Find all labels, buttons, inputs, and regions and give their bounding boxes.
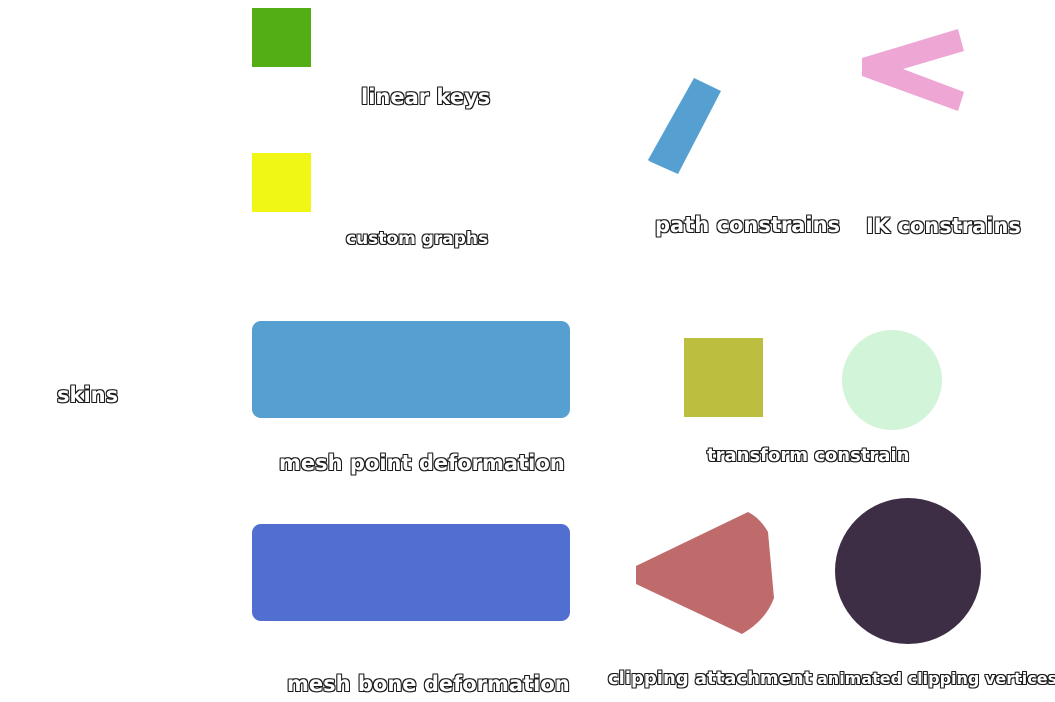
custom-graphs-label: custom graphs xyxy=(346,229,489,249)
mesh-bone-deformation-label: mesh bone deformation xyxy=(287,672,570,696)
ik-constraint-chevron xyxy=(862,29,964,111)
linear-keys-square xyxy=(252,8,311,67)
path-constrains-label: path constrains xyxy=(655,213,841,237)
skins-label: skins xyxy=(57,383,119,407)
path-constraint-bar xyxy=(648,78,721,174)
mesh-point-deformation-rect xyxy=(252,321,570,418)
animated-clipping-circle xyxy=(835,498,981,644)
custom-graphs-square xyxy=(252,153,311,212)
linear-keys-label: linear keys xyxy=(361,85,491,109)
ik-constrains-label: IK constrains xyxy=(866,214,1021,238)
mesh-point-deformation-label: mesh point deformation xyxy=(279,451,565,475)
mesh-bone-deformation-rect xyxy=(252,524,570,621)
animated-clipping-vertices-label: animated clipping vertices xyxy=(817,669,1055,688)
transform-constrain-square xyxy=(684,338,763,417)
clipping-attachment-label: clipping attachment xyxy=(608,668,813,689)
clipping-attachment-polygon xyxy=(636,512,774,634)
transform-constrain-label: transform constrain xyxy=(707,445,910,466)
transform-constrain-circle xyxy=(842,330,942,430)
